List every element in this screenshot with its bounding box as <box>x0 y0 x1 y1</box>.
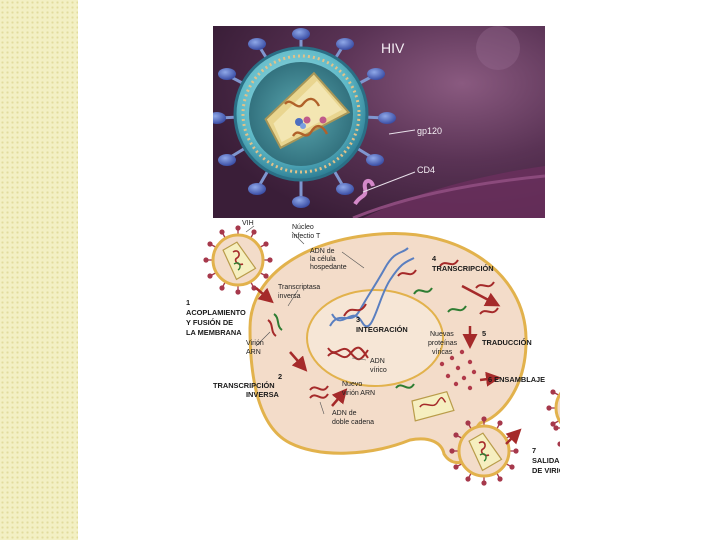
decorative-sidebar <box>0 0 78 540</box>
step7-line2: DE VIRIONES <box>532 466 560 475</box>
cell-nucleus <box>306 289 444 387</box>
gp120-label: gp120 <box>417 126 442 136</box>
step5-number: 5 <box>482 329 486 338</box>
step1-line3: LA MEMBRANA <box>186 328 242 337</box>
step3-line1: INTEGRACIÓN <box>356 325 408 334</box>
label-adn-doble-2: doble cadena <box>332 419 374 426</box>
step1-line1: ACOPLAMIENTO <box>186 308 246 317</box>
step1-number: 1 <box>186 298 190 307</box>
hiv-title: HIV <box>381 40 405 56</box>
hiv-life-cycle-diagram: VIH Núcleo infectio T ADN de la célula h… <box>180 218 560 490</box>
label-adn-cel-3: hospedante <box>310 264 347 271</box>
label-vih: VIH <box>242 220 254 227</box>
step1-line2: Y FUSIÓN DE <box>186 318 233 327</box>
label-nuevas-2: proteínas <box>428 340 458 347</box>
label-nucleo-2: infectio T <box>292 233 321 240</box>
step7-number: 7 <box>532 446 536 455</box>
label-virion-arn-1: Virión <box>246 340 264 347</box>
label-transcriptasa-1: Transcriptasa <box>278 284 320 291</box>
label-nuevo-arn-2: virión ARN <box>342 390 375 397</box>
label-nuevo-arn-1: Nuevo <box>342 381 362 388</box>
step7-line1: SALIDA <box>532 456 560 465</box>
label-transcriptasa-2: inversa <box>278 293 301 300</box>
label-adn-cel-2: la célula <box>310 256 336 263</box>
label-adn-virico-1: ADN <box>370 358 385 365</box>
hiv-virus-image: HIV gp120 CD4 <box>213 26 545 218</box>
step4-line1: TRANSCRIPCIÓN <box>432 264 494 273</box>
step3-number: 3 <box>356 315 360 324</box>
step2-line2: INVERSA <box>246 390 280 399</box>
label-adn-doble-1: ADN de <box>332 410 357 417</box>
label-adn-virico-2: vírico <box>370 367 387 374</box>
step2-number: 2 <box>278 372 282 381</box>
step4-number: 4 <box>432 254 437 263</box>
step2-line1: TRANSCRIPCIÓN <box>213 381 275 390</box>
cd4-label: CD4 <box>417 165 435 175</box>
step5-line1: TRADUCCIÓN <box>482 338 532 347</box>
label-nucleo-1: Núcleo <box>292 224 314 231</box>
label-adn-cel-1: ADN de <box>310 248 335 255</box>
virion-entering <box>201 223 275 297</box>
step6-label: 6 ENSAMBLAJE <box>488 375 545 384</box>
label-nuevas-3: víricas <box>432 349 453 356</box>
label-virion-arn-2: ARN <box>246 349 261 356</box>
label-nuevas-1: Nuevas <box>430 331 454 338</box>
